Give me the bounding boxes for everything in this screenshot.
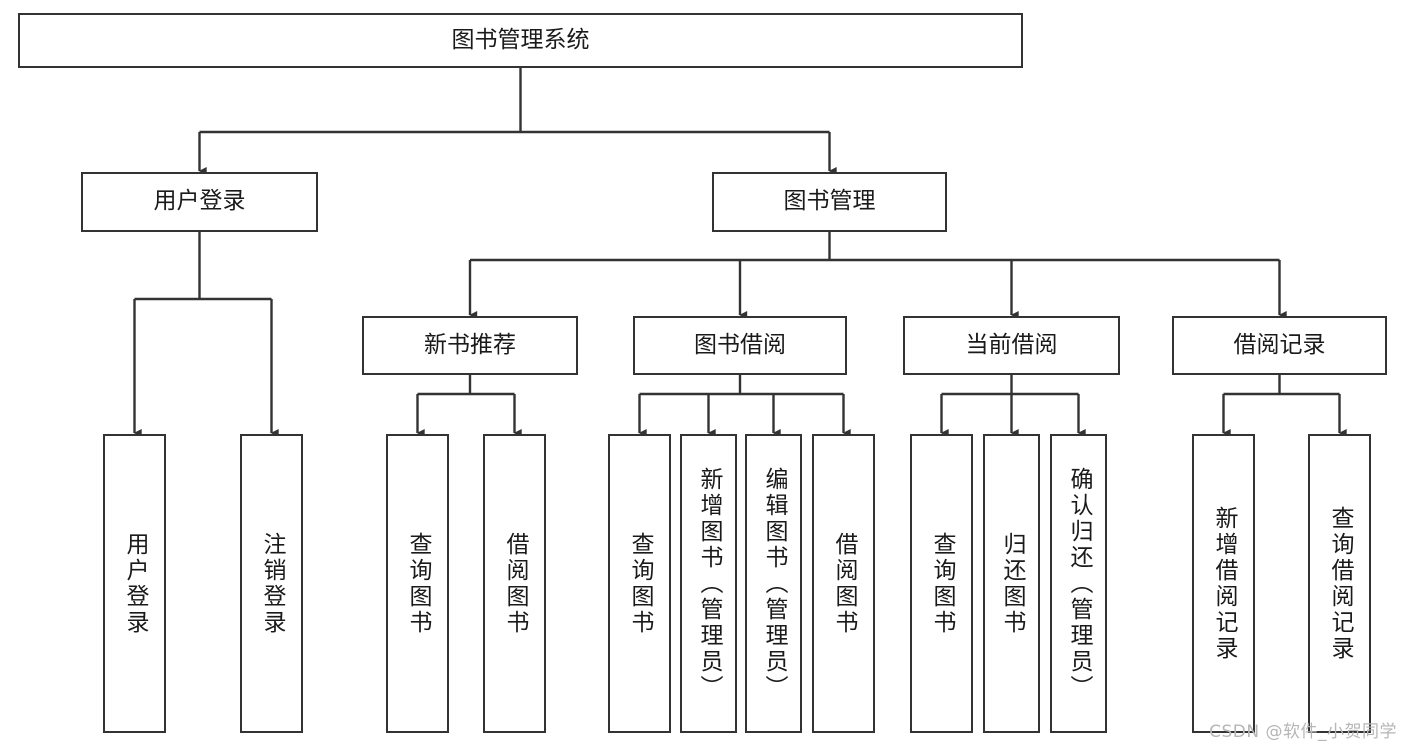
node-label-leaf-query-book-2: 查询图书 — [627, 531, 653, 636]
node-label-leaf-query-book-3: 查询图书 — [929, 531, 955, 636]
node-leaf-borrow-book-1[interactable]: 借阅图书 — [483, 434, 546, 733]
node-leaf-query-record[interactable]: 查询借阅记录 — [1308, 434, 1371, 733]
node-leaf-borrow-book-2[interactable]: 借阅图书 — [812, 434, 875, 733]
node-root[interactable]: 图书管理系统 — [18, 13, 1023, 68]
node-current-borrow[interactable]: 当前借阅 — [903, 316, 1120, 375]
node-user-login[interactable]: 用户登录 — [81, 172, 318, 232]
node-book-manage[interactable]: 图书管理 — [712, 172, 947, 232]
node-label-borrow-record: 借阅记录 — [1233, 331, 1326, 358]
node-label-leaf-add-record: 新增借阅记录 — [1211, 505, 1237, 662]
node-label-leaf-borrow-book-1: 借阅图书 — [502, 531, 528, 636]
node-label-leaf-query-record: 查询借阅记录 — [1327, 505, 1353, 662]
node-borrow-record[interactable]: 借阅记录 — [1172, 316, 1387, 375]
node-leaf-add-record[interactable]: 新增借阅记录 — [1192, 434, 1255, 733]
node-label-new-book-rec: 新书推荐 — [424, 331, 516, 358]
node-leaf-user-login[interactable]: 用户登录 — [103, 434, 166, 733]
node-label-leaf-add-book: 新增图书（管理员） — [696, 466, 722, 701]
node-label-leaf-user-login: 用户登录 — [122, 531, 148, 636]
node-label-leaf-edit-book: 编辑图书（管理员） — [761, 466, 787, 701]
node-leaf-return-book[interactable]: 归还图书 — [983, 434, 1040, 733]
node-leaf-query-book-2[interactable]: 查询图书 — [608, 434, 671, 733]
node-label-leaf-borrow-book-2: 借阅图书 — [831, 531, 857, 636]
node-label-leaf-confirm-return: 确认归还（管理员） — [1066, 466, 1092, 701]
node-label-leaf-return-book: 归还图书 — [999, 531, 1025, 636]
node-label-current-borrow: 当前借阅 — [965, 331, 1058, 358]
node-new-book-rec[interactable]: 新书推荐 — [362, 316, 578, 375]
node-label-book-borrow: 图书借阅 — [694, 331, 786, 358]
node-leaf-query-book-3[interactable]: 查询图书 — [910, 434, 973, 733]
node-label-leaf-user-logout: 注销登录 — [259, 531, 285, 636]
node-leaf-edit-book[interactable]: 编辑图书（管理员） — [745, 434, 802, 733]
node-leaf-add-book[interactable]: 新增图书（管理员） — [680, 434, 737, 733]
node-leaf-user-logout[interactable]: 注销登录 — [240, 434, 303, 733]
node-label-book-manage: 图书管理 — [783, 188, 876, 215]
node-label-leaf-query-book-1: 查询图书 — [405, 531, 431, 636]
node-book-borrow[interactable]: 图书借阅 — [633, 316, 847, 375]
edge-group — [133, 68, 1347, 437]
node-label-root: 图书管理系统 — [451, 26, 590, 53]
node-label-user-login: 用户登录 — [153, 188, 246, 215]
node-leaf-query-book-1[interactable]: 查询图书 — [386, 434, 449, 733]
node-leaf-confirm-return[interactable]: 确认归还（管理员） — [1050, 434, 1107, 733]
watermark: CSDN @软件_小贺同学 — [1209, 722, 1397, 742]
